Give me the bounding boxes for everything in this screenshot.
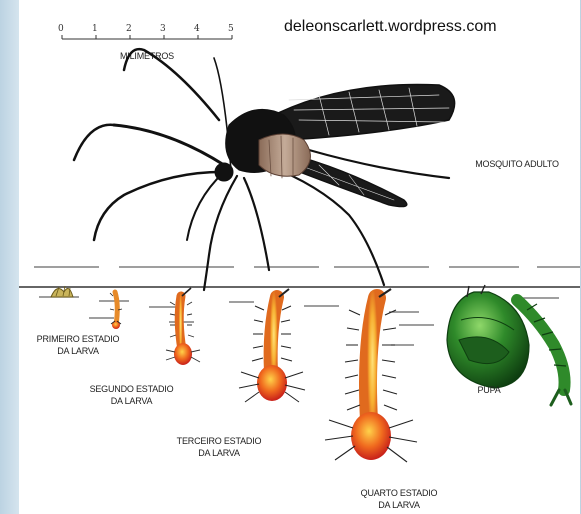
label-stage3-line1: TERCEIRO ESTADIO [159, 436, 279, 447]
larva-stage-4 [325, 289, 417, 462]
label-stage1-line2: DA LARVA [23, 346, 133, 357]
label-adult-mosquito: MOSQUITO ADULTO [457, 159, 577, 170]
diagram-canvas: deleonscarlett.wordpress.com 0 1 2 3 4 5… [19, 0, 580, 514]
label-stage1-line1: PRIMEIRO ESTADIO [23, 334, 133, 345]
scale-bar [62, 35, 232, 39]
label-stage2-line2: DA LARVA [74, 396, 189, 407]
label-stage2-line1: SEGUNDO ESTADIO [74, 384, 189, 395]
adult-mosquito [74, 49, 455, 290]
label-stage4-line2: DA LARVA [344, 500, 454, 511]
mosquito-life-cycle-illustration [19, 0, 580, 514]
larva-stage-1 [110, 292, 122, 329]
label-stage3-line2: DA LARVA [159, 448, 279, 459]
larva-stage-2 [166, 288, 200, 365]
label-stage4-line1: QUARTO ESTADIO [344, 488, 454, 499]
label-pupa: PUPA [459, 385, 519, 396]
larva-stage-3 [239, 289, 305, 402]
